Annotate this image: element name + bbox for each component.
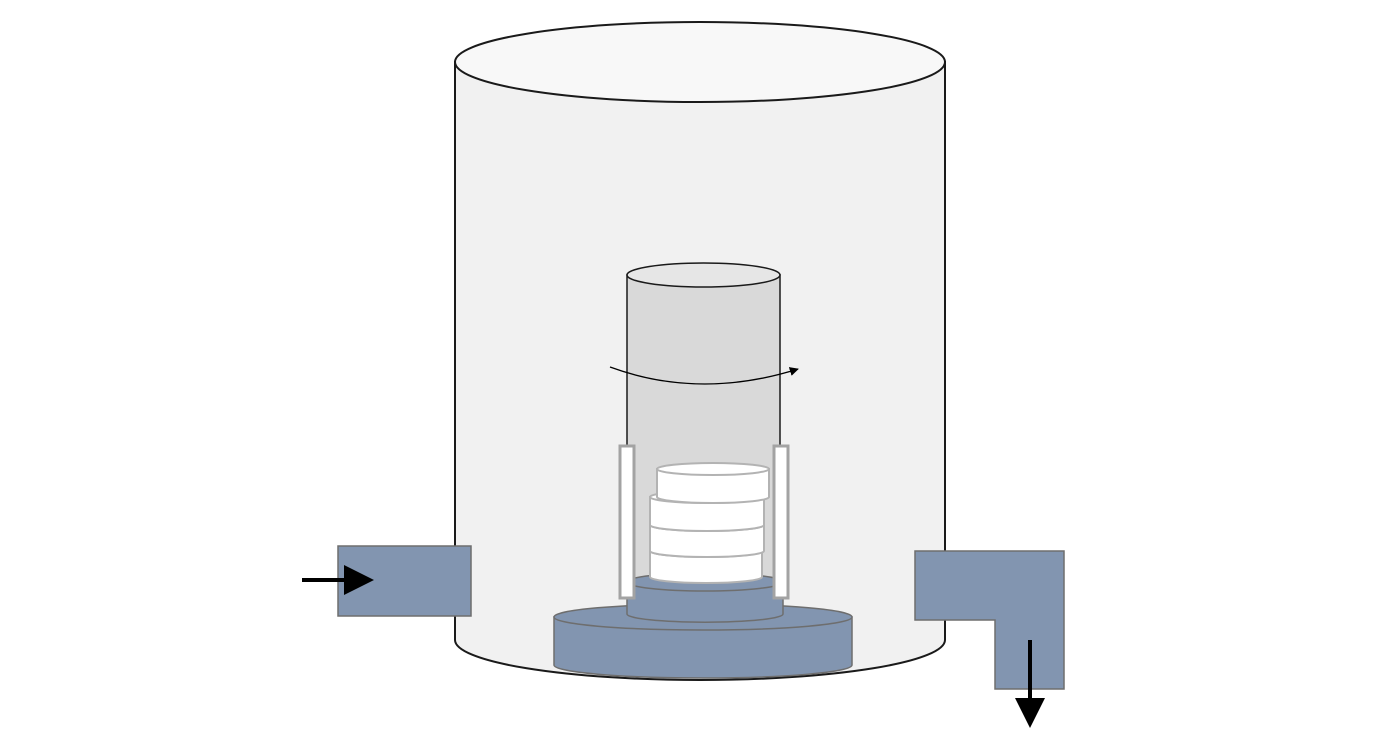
arrow-right-icon [302,565,374,595]
inner-cylinder-top [626,262,781,288]
outlet-pipe-body [914,550,1065,690]
sample-disc-stack [649,462,770,584]
outer-vessel-top [454,21,946,103]
arrow-down-icon [1015,640,1045,728]
sample-disc [656,462,770,504]
inlet-pipe [302,545,472,617]
base-platform-body [553,616,853,679]
rotation-arrow-icon [609,366,799,385]
sample-holder [618,444,790,600]
holder-right-bar [772,444,790,600]
outlet-pipe [914,550,1065,728]
holder-hub-body [626,581,784,623]
holder-left-bar [618,444,636,600]
